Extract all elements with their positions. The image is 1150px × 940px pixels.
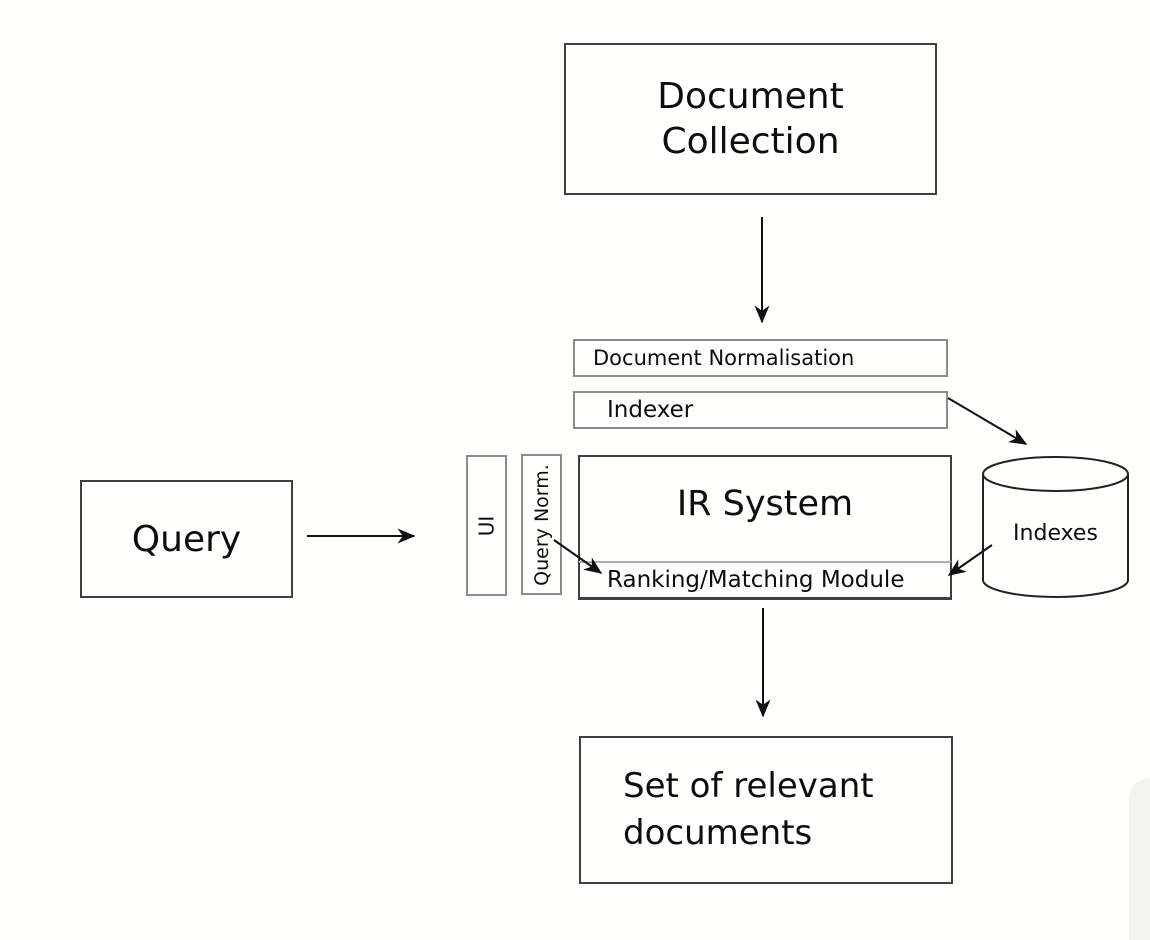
node-label: Query: [131, 518, 242, 560]
node-document-collection: Document Collection: [564, 43, 937, 195]
node-ranking-matching-module: Ranking/Matching Module: [578, 561, 952, 599]
node-document-normalisation: Document Normalisation: [573, 339, 948, 377]
node-label: Collection: [661, 121, 840, 162]
node-ui: UI: [466, 455, 507, 596]
node-label: Ranking/Matching Module: [607, 567, 905, 593]
node-label: documents: [623, 813, 813, 853]
node-label: Set of relevant: [623, 766, 874, 807]
node-label: Document Normalisation: [593, 346, 855, 370]
node-label: Query Norm.: [530, 463, 553, 586]
arrow-indexer-to-indexes: [947, 397, 1028, 445]
arrow-indexes-to-ranking: [947, 544, 993, 576]
node-indexes-label: Indexes: [1013, 521, 1098, 546]
node-label: Document: [657, 76, 844, 117]
page-edge-shade: [1129, 778, 1150, 940]
node-label: UI: [474, 515, 499, 536]
node-query-norm: Query Norm.: [521, 454, 562, 595]
node-indexer: Indexer: [573, 391, 948, 429]
node-query: Query: [80, 480, 293, 598]
node-label: Indexer: [607, 397, 694, 423]
node-set-of-relevant-documents: Set of relevant documents: [579, 736, 953, 884]
node-label: IR System: [676, 484, 854, 524]
